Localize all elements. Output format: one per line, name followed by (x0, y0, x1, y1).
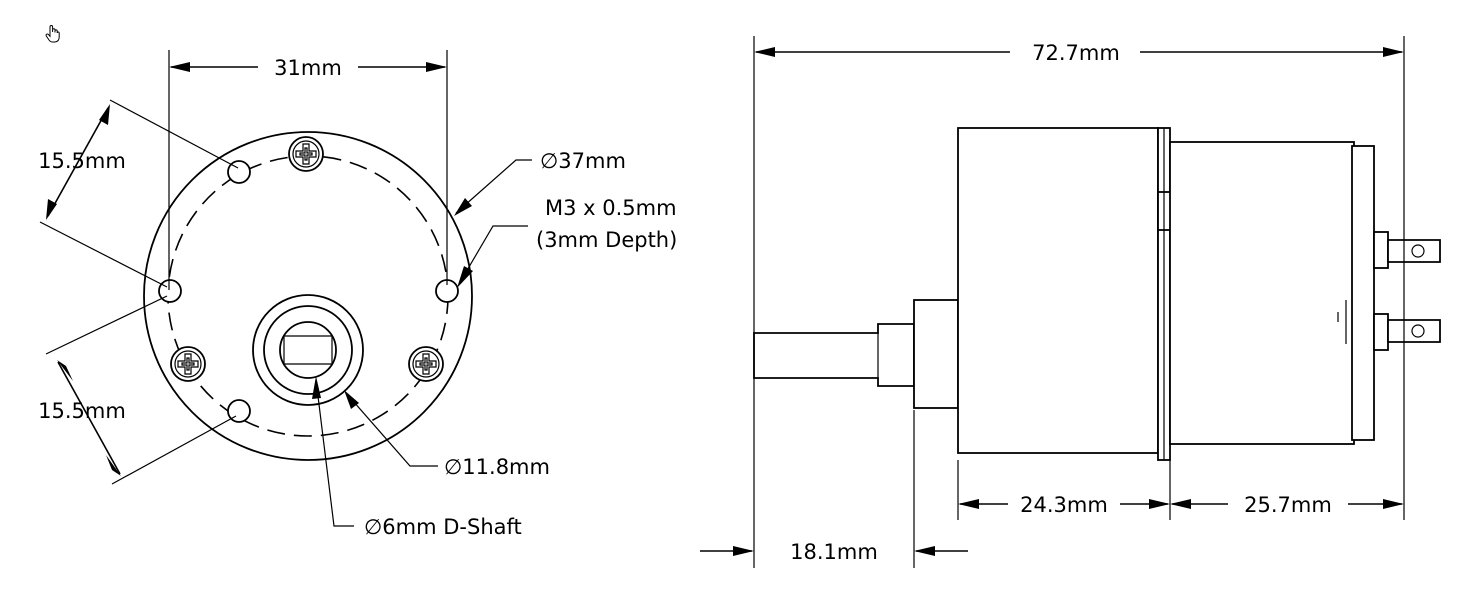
width-dim-label: 31mm (274, 56, 342, 80)
screw-left-icon (170, 346, 206, 382)
screw-top-icon (288, 136, 324, 172)
hand-pointer-icon (45, 24, 60, 43)
gearbox-housing (957, 127, 1159, 454)
motor-terminal-top (1373, 231, 1441, 269)
front-view: 31mm 15.5mm 15.5mm ∅37mm M3 x 0.5mm (3mm… (38, 50, 677, 539)
shaft-outer (279, 321, 337, 379)
thread-spec-line2: (3mm Depth) (536, 228, 677, 252)
gearbox-boss (913, 299, 959, 409)
mount-hole-top (227, 160, 251, 184)
shaft-length-label: 18.1mm (790, 540, 878, 564)
motor-can (1169, 141, 1355, 445)
motor-terminal-bottom (1373, 313, 1441, 351)
boss-diameter-label: ∅11.8mm (444, 455, 550, 479)
outer-diameter-label: ∅37mm (540, 149, 626, 173)
upper-radial-dim-label: 15.5mm (38, 149, 126, 173)
screw-right-icon (408, 346, 444, 382)
output-shaft (753, 323, 915, 387)
motor-end-cap (1351, 145, 1375, 441)
thread-spec-line1: M3 x 0.5mm (545, 196, 677, 220)
lower-radial-dim-label: 15.5mm (38, 399, 126, 423)
overall-length-label: 72.7mm (1032, 41, 1120, 65)
gearbox-length-label: 24.3mm (1020, 493, 1108, 517)
mount-hole-bottom (227, 399, 251, 423)
side-view: 72.7mm 24.3mm 25.7mm 18.1mm (700, 36, 1441, 568)
shaft-label: ∅6mm D-Shaft (364, 515, 522, 539)
motor-length-label: 25.7mm (1244, 493, 1332, 517)
shaft-d-flat (283, 335, 333, 365)
